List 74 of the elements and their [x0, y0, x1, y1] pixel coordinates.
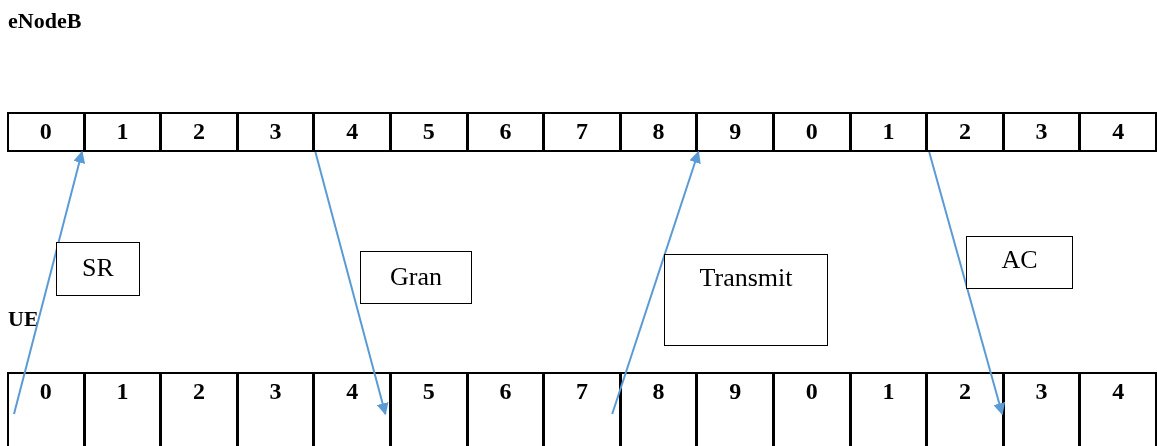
subframe-number: 2: [192, 118, 206, 145]
subframe-number: 5: [421, 118, 436, 145]
subframe-number: 6: [498, 378, 513, 405]
arrow: [13, 150, 86, 415]
subframe-cell: [849, 112, 928, 152]
subframe-cell: [313, 112, 391, 152]
subframe-cell: [1002, 112, 1081, 152]
subframe-cell: [619, 372, 698, 446]
row-title: eNodeB: [8, 8, 82, 34]
subframe-cell: [390, 112, 468, 152]
subframe-cell: [773, 112, 851, 152]
subframe-number: 1: [115, 378, 130, 405]
subframe-cell: [1002, 372, 1081, 446]
arrow: [611, 150, 701, 415]
message-label: Gran: [389, 262, 443, 292]
subframe-number: 6: [498, 118, 513, 145]
subframe-number: 3: [1034, 118, 1049, 145]
subframe-number: 8: [651, 378, 666, 405]
subframe-number: 3: [268, 378, 283, 405]
subframe-cell: [543, 372, 621, 446]
message-label: SR: [81, 253, 115, 283]
subframe-cell: [696, 372, 774, 446]
subframe-number: 2: [958, 118, 972, 145]
subframe-cell: [313, 372, 391, 446]
subframe-number: 1: [881, 118, 896, 145]
subframe-number: 0: [804, 378, 819, 405]
subframe-cell: [236, 112, 315, 152]
subframe-number: 9: [728, 378, 743, 405]
subframe-cell: [83, 112, 162, 152]
subframe-cell: [7, 112, 85, 152]
subframe-cell: [849, 372, 928, 446]
subframe-number: 1: [881, 378, 896, 405]
subframe-cell: [83, 372, 162, 446]
subframe-cell: [466, 112, 545, 152]
subframe-number: 1: [115, 118, 130, 145]
subframe-cell: [160, 112, 238, 152]
subframe-cell: [466, 372, 545, 446]
subframe-number: 4: [345, 378, 360, 405]
subframe-cell: [7, 372, 85, 446]
arrow: [928, 151, 1006, 416]
subframe-number: 4: [345, 118, 360, 145]
row-title: UE: [8, 306, 39, 332]
subframe-number: 4: [1111, 118, 1126, 145]
subframe-cell: [160, 372, 238, 446]
subframe-number: 4: [1111, 378, 1126, 405]
message-box: [56, 242, 140, 296]
subframe-cell: [390, 372, 468, 446]
subframe-cell: [773, 372, 851, 446]
message-box: [664, 254, 828, 346]
arrow: [314, 151, 389, 416]
subframe-number: 8: [651, 118, 666, 145]
subframe-number: 3: [268, 118, 283, 145]
subframe-number: 7: [575, 378, 589, 405]
subframe-cell: [236, 372, 315, 446]
subframe-number: 7: [575, 118, 589, 145]
message-box: [360, 251, 472, 304]
subframe-cell: [619, 112, 698, 152]
subframe-cell: [926, 372, 1004, 446]
message-label: AC: [1000, 245, 1039, 275]
subframe-number: 5: [421, 378, 436, 405]
subframe-cell: [543, 112, 621, 152]
subframe-cell: [926, 112, 1004, 152]
subframe-number: 2: [192, 378, 206, 405]
subframe-number: 3: [1034, 378, 1049, 405]
subframe-number: 2: [958, 378, 972, 405]
subframe-number: 0: [804, 118, 819, 145]
subframe-number: 9: [728, 118, 743, 145]
subframe-number: 0: [38, 378, 53, 405]
message-box: [966, 236, 1073, 289]
subframe-cell: [696, 112, 774, 152]
subframe-number: 0: [38, 118, 53, 145]
subframe-cell: [1079, 372, 1157, 446]
message-label: Transmit: [698, 263, 794, 293]
subframe-cell: [1079, 112, 1157, 152]
